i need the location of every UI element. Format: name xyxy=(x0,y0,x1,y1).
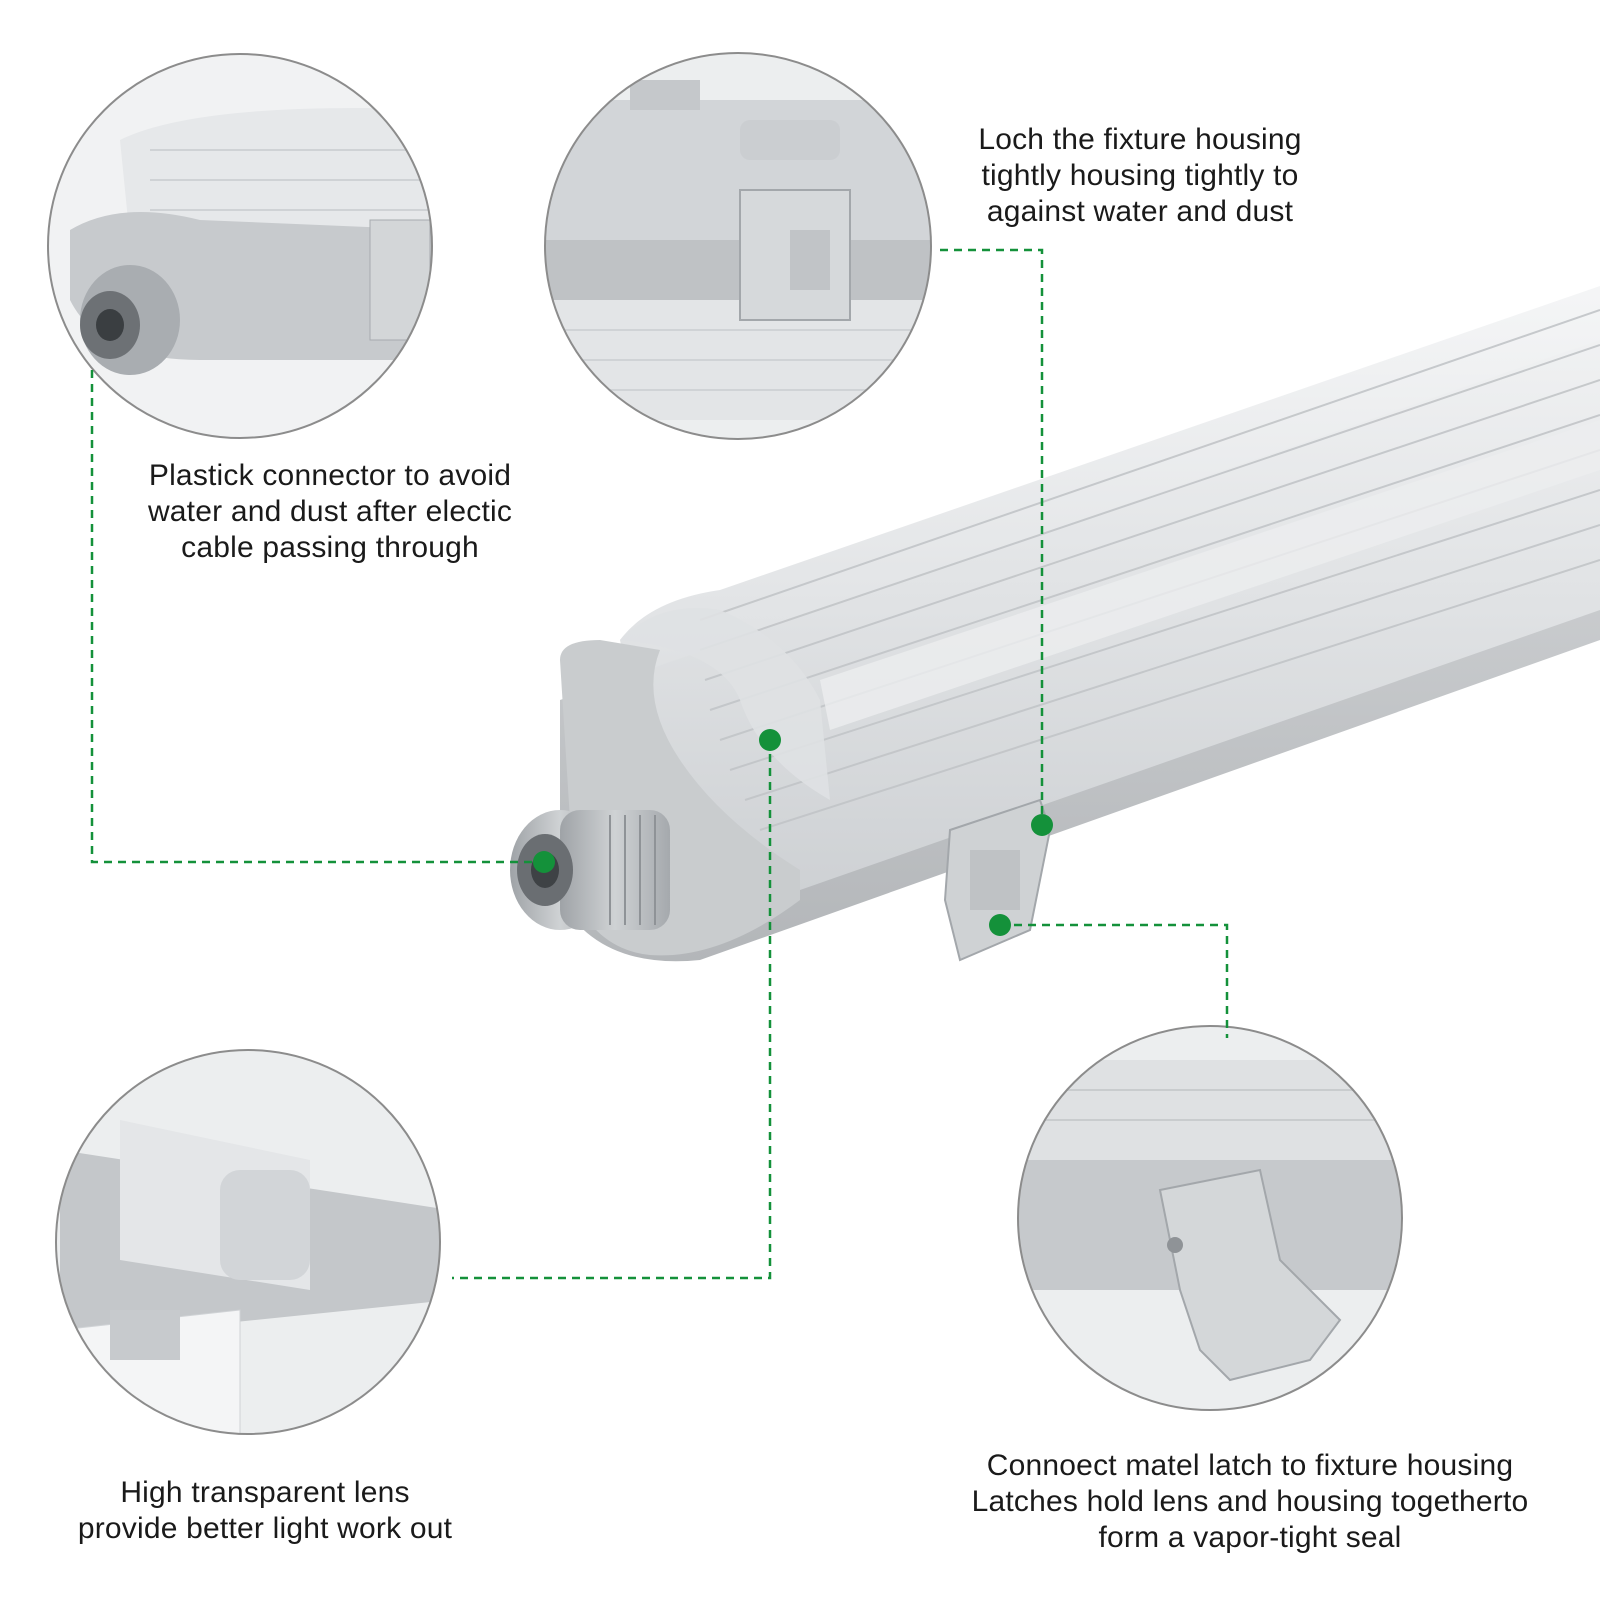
caption-latch-line-2: Latches hold lens and housing togetherto xyxy=(971,1485,1529,1518)
caption-connector-line-3: cable passing through xyxy=(181,531,479,564)
light-fixture xyxy=(510,286,1600,962)
detail-latch-circle xyxy=(1017,1025,1403,1411)
anchor-dot-lens xyxy=(759,729,781,751)
anchor-dot-connector xyxy=(533,851,555,873)
caption-lens: High transparent lens provide better lig… xyxy=(40,1475,490,1547)
detail-connector-circle xyxy=(47,53,433,439)
caption-connector: Plastick connector to avoid water and du… xyxy=(110,458,550,566)
caption-latch-line-1: Connoect matel latch to fixture housing xyxy=(986,1449,1514,1482)
caption-lens-line-2: provide better light work out xyxy=(77,1512,453,1545)
leader-lens xyxy=(452,740,772,1280)
anchor-dots xyxy=(533,729,1053,936)
caption-connector-line-1: Plastick connector to avoid xyxy=(148,459,512,492)
caption-lens-line-1: High transparent lens xyxy=(120,1476,410,1509)
leader-housing-lock xyxy=(940,248,1044,825)
caption-housing-lock-line-2: tightly housing tightly to xyxy=(981,159,1299,192)
caption-latch-line-3: form a vapor-tight seal xyxy=(1098,1521,1402,1554)
leader-connector xyxy=(90,370,544,864)
anchor-dot-latch xyxy=(989,914,1011,936)
caption-connector-line-2: water and dust after electic xyxy=(147,495,513,528)
caption-housing-lock: Loch the fixture housing tightly housing… xyxy=(920,122,1360,230)
caption-latch: Connoect matel latch to fixture housing … xyxy=(925,1448,1575,1556)
detail-lens-circle xyxy=(55,1049,441,1435)
anchor-dot-housing-lock xyxy=(1031,814,1053,836)
caption-housing-lock-line-1: Loch the fixture housing xyxy=(978,123,1302,156)
detail-housing-lock-circle xyxy=(544,52,932,440)
caption-housing-lock-line-3: against water and dust xyxy=(986,195,1294,228)
leader-latch xyxy=(1000,923,1229,1038)
leader-lines xyxy=(90,248,1229,1280)
